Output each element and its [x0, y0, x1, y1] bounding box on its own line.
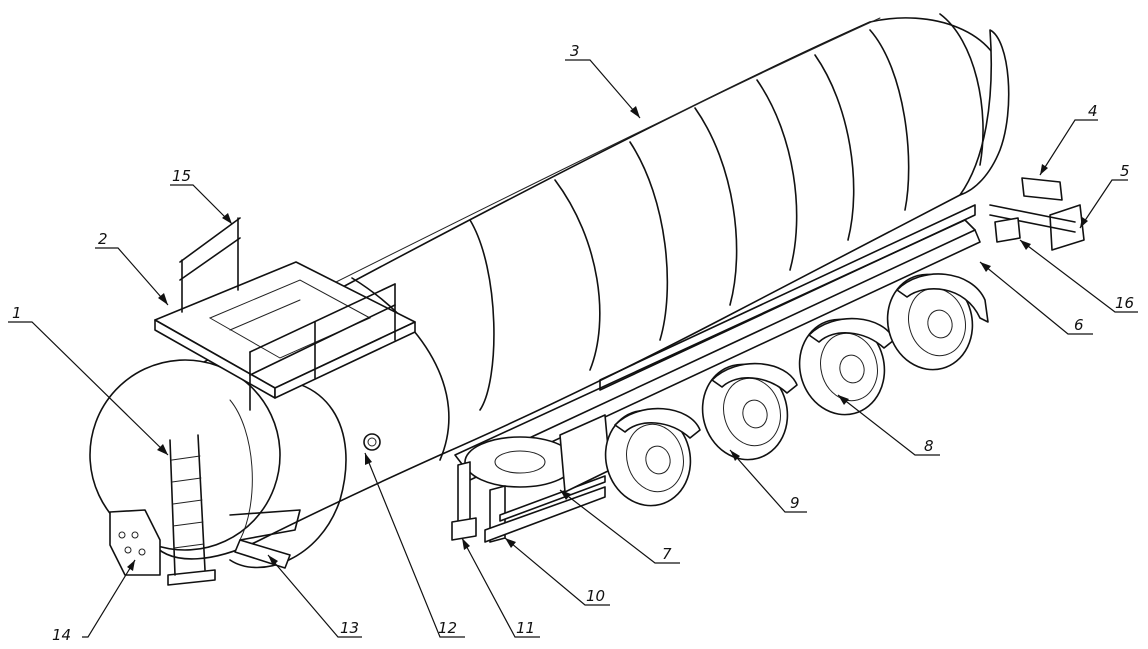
roof-platform: [154, 217, 416, 411]
label-8: 8: [924, 437, 934, 455]
wheel-2: [701, 362, 798, 461]
label-6: 6: [1074, 316, 1084, 334]
label-2: 2: [98, 230, 108, 248]
label-16: 16: [1115, 294, 1134, 312]
landing-gear: [451, 436, 576, 543]
wheel-set: [604, 273, 989, 507]
wheel-3: [798, 317, 895, 416]
label-11: 11: [516, 619, 535, 637]
label-1: 1: [12, 304, 22, 322]
label-5: 5: [1120, 162, 1130, 180]
label-7: 7: [662, 545, 672, 563]
leader-lines: [8, 59, 1138, 638]
part-labels: 1 2 3 4 5 6 7 8 9 10 11 12 13 14 15 16: [12, 42, 1134, 644]
tank-body: [89, 13, 1010, 569]
label-15: 15: [172, 167, 191, 185]
label-3: 3: [570, 42, 580, 60]
label-14: 14: [52, 626, 71, 644]
rear-bumper: [989, 177, 1085, 251]
ladder: [167, 434, 216, 586]
label-12: 12: [438, 619, 457, 637]
label-4: 4: [1088, 102, 1098, 120]
label-9: 9: [790, 494, 800, 512]
wheel-1: [604, 407, 701, 507]
side-guard: [484, 414, 611, 543]
label-13: 13: [340, 619, 359, 637]
label-10: 10: [586, 587, 605, 605]
wheel-4: [886, 273, 989, 371]
